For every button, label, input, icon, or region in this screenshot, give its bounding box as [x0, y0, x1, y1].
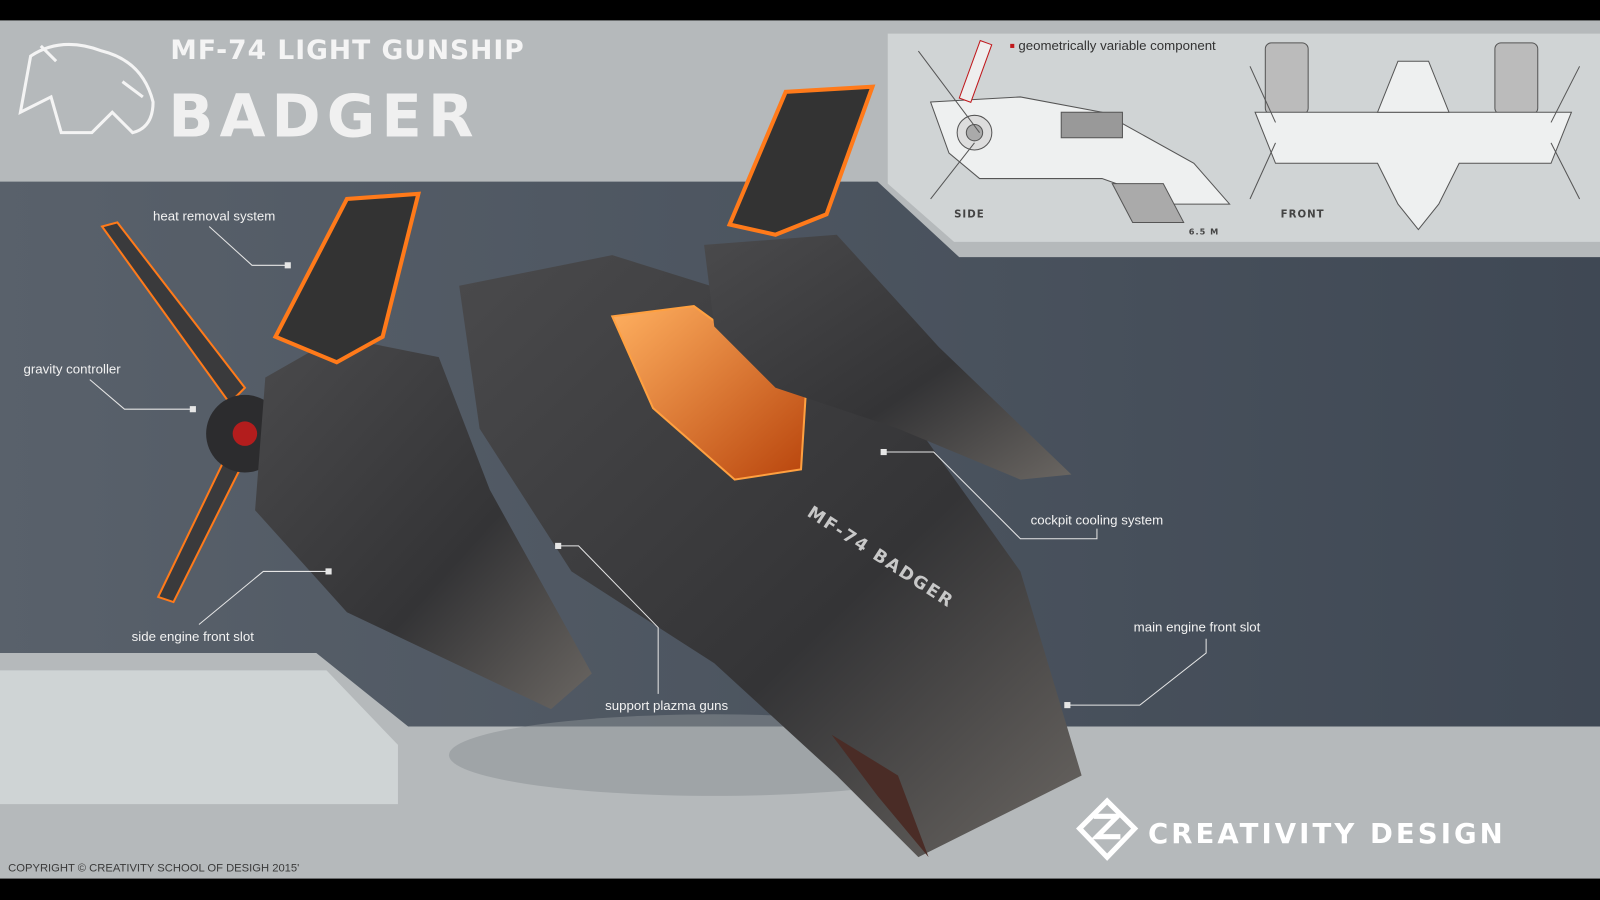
blueprint-panel: geometrically variable component SIDE 6.…	[887, 33, 1600, 242]
callout-label: cockpit cooling system	[1031, 512, 1164, 527]
brand-name: CREATIVITY DESIGN	[1148, 818, 1506, 850]
front-view-drawing	[1249, 42, 1581, 231]
copyright-text: COPYRIGHT © CREATIVITY SCHOOL OF DESIGH …	[8, 862, 299, 874]
callout-heat-removal-system: heat removal system	[153, 208, 291, 269]
callout-main-engine-front-slot: main engine front slot	[1064, 620, 1261, 709]
creativity-design-logo	[1076, 797, 1139, 861]
callout-support-plazma-guns: support plazma guns	[555, 542, 728, 713]
callout-label: support plazma guns	[605, 698, 728, 713]
side-view-drawing	[917, 39, 1231, 223]
side-label: SIDE	[954, 209, 985, 220]
front-label: FRONT	[1281, 209, 1325, 220]
scale-label: 6.5 M	[1189, 227, 1220, 237]
ship-subtitle: MF-74 LIGHT GUNSHIP	[170, 35, 524, 66]
callout-cockpit-cooling-system: cockpit cooling system	[880, 448, 1164, 540]
note-marker	[1010, 43, 1015, 48]
canopy	[610, 305, 808, 481]
ship-title: BADGER	[168, 82, 479, 151]
callout-side-engine-front-slot: side engine front slot	[132, 568, 332, 644]
callout-label: heat removal system	[153, 208, 275, 223]
blueprint-note: geometrically variable component	[1018, 38, 1216, 53]
spaceship-illustration: MF-74 BADGER	[100, 84, 1082, 858]
badger-logo	[18, 42, 155, 135]
callout-label: main engine front slot	[1134, 620, 1261, 635]
callout-label: gravity controller	[23, 361, 121, 376]
callout-gravity-controller: gravity controller	[23, 361, 196, 413]
callout-label: side engine front slot	[132, 629, 255, 644]
light-panel	[0, 670, 398, 805]
